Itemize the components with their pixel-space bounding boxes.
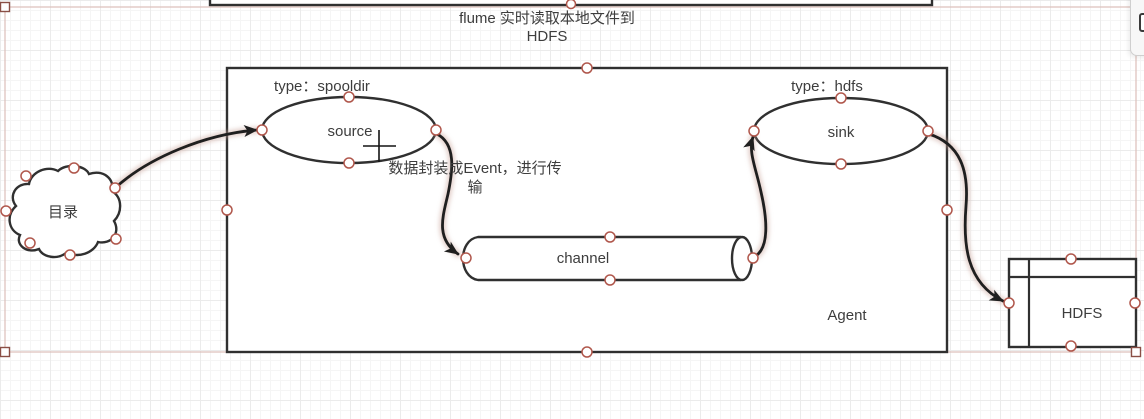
diagram-title-line2: HDFS xyxy=(527,28,568,45)
connection-point[interactable] xyxy=(1065,253,1077,265)
connection-point[interactable] xyxy=(343,157,355,169)
diagram-title-line1: flume 实时读取本地文件到 xyxy=(459,10,635,27)
hdfs-label: HDFS xyxy=(1062,305,1103,322)
connection-point[interactable] xyxy=(110,233,122,245)
connection-point[interactable] xyxy=(565,0,577,10)
connection-point[interactable] xyxy=(747,252,759,264)
connection-point[interactable] xyxy=(343,91,355,103)
hdfs-storage-node[interactable] xyxy=(1007,257,1138,349)
connection-points xyxy=(0,62,1141,358)
sink-label: sink xyxy=(828,124,855,141)
event-note-line1: 数据封装成Event，进行传 xyxy=(388,160,561,177)
connection-point[interactable] xyxy=(604,231,616,243)
arrow-channel-to-sink[interactable] xyxy=(743,135,768,259)
connection-point[interactable] xyxy=(1065,340,1077,352)
connection-point[interactable] xyxy=(221,204,233,216)
shape-library-panel[interactable] xyxy=(1130,0,1144,56)
selection-handle[interactable] xyxy=(0,1,11,13)
directory-cloud[interactable] xyxy=(8,164,122,259)
connection-point[interactable] xyxy=(109,182,121,194)
selection-handle[interactable] xyxy=(0,346,11,358)
arrow-directory-to-source[interactable] xyxy=(113,125,259,190)
connection-point[interactable] xyxy=(835,92,847,104)
connection-point[interactable] xyxy=(64,249,76,261)
connection-point[interactable] xyxy=(922,125,934,137)
arrow-source-to-channel[interactable] xyxy=(435,132,460,256)
sink-type-annotation: type：hdfs xyxy=(791,78,863,95)
connection-point[interactable] xyxy=(941,204,953,216)
connection-point[interactable] xyxy=(604,274,616,286)
connection-point[interactable] xyxy=(581,62,593,74)
connection-point[interactable] xyxy=(1003,297,1015,309)
event-note-line2: 输 xyxy=(467,179,482,196)
connection-point[interactable] xyxy=(256,124,268,136)
connection-point[interactable] xyxy=(68,162,80,174)
source-type-annotation: type：spooldir xyxy=(274,78,370,95)
directory-label: 目录 xyxy=(48,204,78,221)
rectangle-shape-icon[interactable] xyxy=(1139,13,1144,32)
connection-point[interactable] xyxy=(20,170,32,182)
connection-point[interactable] xyxy=(460,252,472,264)
connection-point[interactable] xyxy=(835,158,847,170)
connection-point[interactable] xyxy=(581,346,593,358)
channel-label: channel xyxy=(557,250,610,267)
connection-point[interactable] xyxy=(0,205,12,217)
connection-point[interactable] xyxy=(24,237,36,249)
connection-point[interactable] xyxy=(748,125,760,137)
agent-label: Agent xyxy=(827,307,867,324)
arrow-sink-to-hdfs[interactable] xyxy=(927,132,1005,303)
crosshair-cursor xyxy=(363,130,396,162)
selection-handle[interactable] xyxy=(1130,346,1142,358)
source-label: source xyxy=(327,123,372,140)
connection-point[interactable] xyxy=(1129,297,1141,309)
connection-point[interactable] xyxy=(430,124,442,136)
